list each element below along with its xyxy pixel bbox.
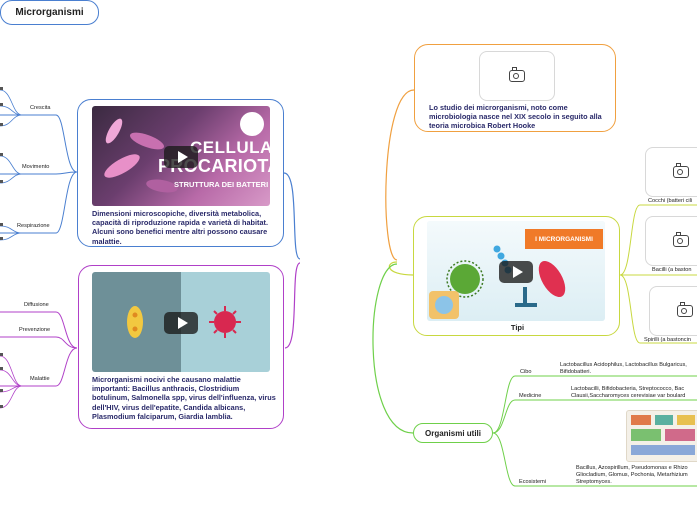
spirilli-image-placeholder[interactable] xyxy=(649,286,697,336)
video-subtitle: STRUTTURA DEI BATTERI xyxy=(174,180,269,189)
types-video-thumbnail[interactable]: I MICRORGANISMI xyxy=(427,221,605,321)
leaf-stub-11 xyxy=(0,405,3,408)
leaf-stub-10 xyxy=(0,389,3,392)
pathogens-text: Microrganismi nocivi che causano malatti… xyxy=(92,375,276,421)
useful-organisms-node[interactable]: Organismi utili xyxy=(413,423,493,443)
type-bacilli[interactable]: Bacilli (a baston xyxy=(652,267,692,273)
useful-label: Organismi utili xyxy=(424,428,481,438)
cocchi-image-placeholder[interactable] xyxy=(645,147,697,197)
pathogen-illustration xyxy=(127,306,241,338)
types-label: Tipi xyxy=(510,323,525,332)
useful-ecosistemi-text: Bacillus, Azospirillum, Pseudomonas e Rh… xyxy=(576,465,688,485)
history-text: Lo studio dei microrganismi, noto come m… xyxy=(429,103,602,131)
history-card[interactable]: Lo studio dei microrganismi, noto come m… xyxy=(414,44,616,132)
root-node[interactable]: Microrganismi xyxy=(0,0,99,25)
prokaryote-video-thumbnail[interactable]: CELLULA PROCARIOTA STRUTTURA DEI BATTERI xyxy=(92,106,270,206)
pathogens-video-thumbnail[interactable] xyxy=(92,272,270,372)
root-label: Microrganismi xyxy=(15,7,84,18)
branch-prevenzione[interactable]: Prevenzione xyxy=(19,327,51,333)
camera-icon xyxy=(673,232,689,247)
leaf-stub-6 xyxy=(0,223,3,226)
branch-movimento[interactable]: Movimento xyxy=(22,164,50,170)
leaf-stub-2 xyxy=(0,103,3,106)
leaf-stub-1 xyxy=(0,87,3,90)
play-button-icon[interactable] xyxy=(499,261,533,283)
types-banner: I MICRORGANISMI xyxy=(525,229,603,249)
prokaryote-text: Dimensioni microscopiche, diversità meta… xyxy=(92,209,268,246)
leaf-stub-5 xyxy=(0,180,3,183)
video-title-line1: CELLULA xyxy=(190,138,270,157)
branch-respirazione[interactable]: Respirazione xyxy=(17,223,50,229)
types-card[interactable]: I MICRORGANISMI Tipi xyxy=(413,216,620,336)
history-image-placeholder[interactable] xyxy=(479,51,555,101)
prokaryote-card[interactable]: CELLULA PROCARIOTA STRUTTURA DEI BATTERI… xyxy=(77,99,284,247)
useful-medicine-label[interactable]: Medicine xyxy=(519,393,542,399)
leaf-stub-7 xyxy=(0,237,3,240)
play-button-icon[interactable] xyxy=(164,312,198,334)
pathogens-card[interactable]: Microrganismi nocivi che causano malatti… xyxy=(78,265,284,429)
leaf-stub-4 xyxy=(0,153,3,156)
useful-cibo-label[interactable]: Cibo xyxy=(520,369,532,375)
leaf-stub-8 xyxy=(0,353,3,356)
bacilli-image-placeholder[interactable] xyxy=(645,216,697,266)
useful-medicine-text: Lactobacilli, Bifidobacteria, Streptococ… xyxy=(571,386,686,399)
branch-diffusione[interactable]: Diffusione xyxy=(24,302,49,308)
type-spirilli[interactable]: Spirilli (a bastoncin xyxy=(644,337,691,343)
useful-cibo-text: Lactobacillus Acidophilus, Lactobacillus… xyxy=(560,362,687,375)
camera-icon xyxy=(673,163,689,178)
useful-ecosistemi-label[interactable]: Ecosistemi xyxy=(519,479,547,485)
branch-crescita[interactable]: Crescita xyxy=(30,105,51,111)
ecosystem-image[interactable] xyxy=(626,410,697,462)
leaf-stub-3 xyxy=(0,123,3,126)
camera-icon xyxy=(677,302,693,317)
ecosystem-infographic xyxy=(631,415,695,455)
play-button-icon[interactable] xyxy=(164,146,198,168)
bacteria-illustration xyxy=(104,118,178,193)
leaf-stub-9 xyxy=(0,367,3,370)
branch-malattie[interactable]: Malattie xyxy=(30,376,50,382)
camera-icon xyxy=(509,67,525,82)
type-cocchi[interactable]: Cocchi (batteri cili xyxy=(648,198,693,204)
